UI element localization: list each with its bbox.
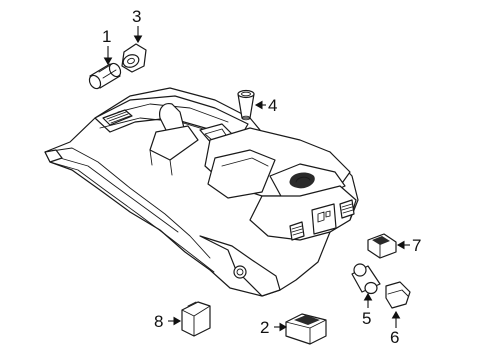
callout-7: 7 [412,236,421,255]
part-5-cylinder [351,263,381,295]
part-7-switch [367,233,397,259]
callout-5: 5 [362,309,371,328]
callout-8: 8 [154,312,163,331]
callout-2: 2 [260,318,269,337]
part-4-tube [237,89,255,121]
callout-4: 4 [268,96,277,115]
part-8-block [181,301,211,337]
callout-6: 6 [390,328,399,347]
part-6-knob [385,281,411,309]
callout-3: 3 [132,7,141,26]
part-3-cap [121,43,147,73]
callout-leaders [103,26,410,332]
part-2-module [285,313,327,345]
part-1-socket [88,62,122,90]
callout-1: 1 [102,27,111,46]
center-console [44,87,359,297]
